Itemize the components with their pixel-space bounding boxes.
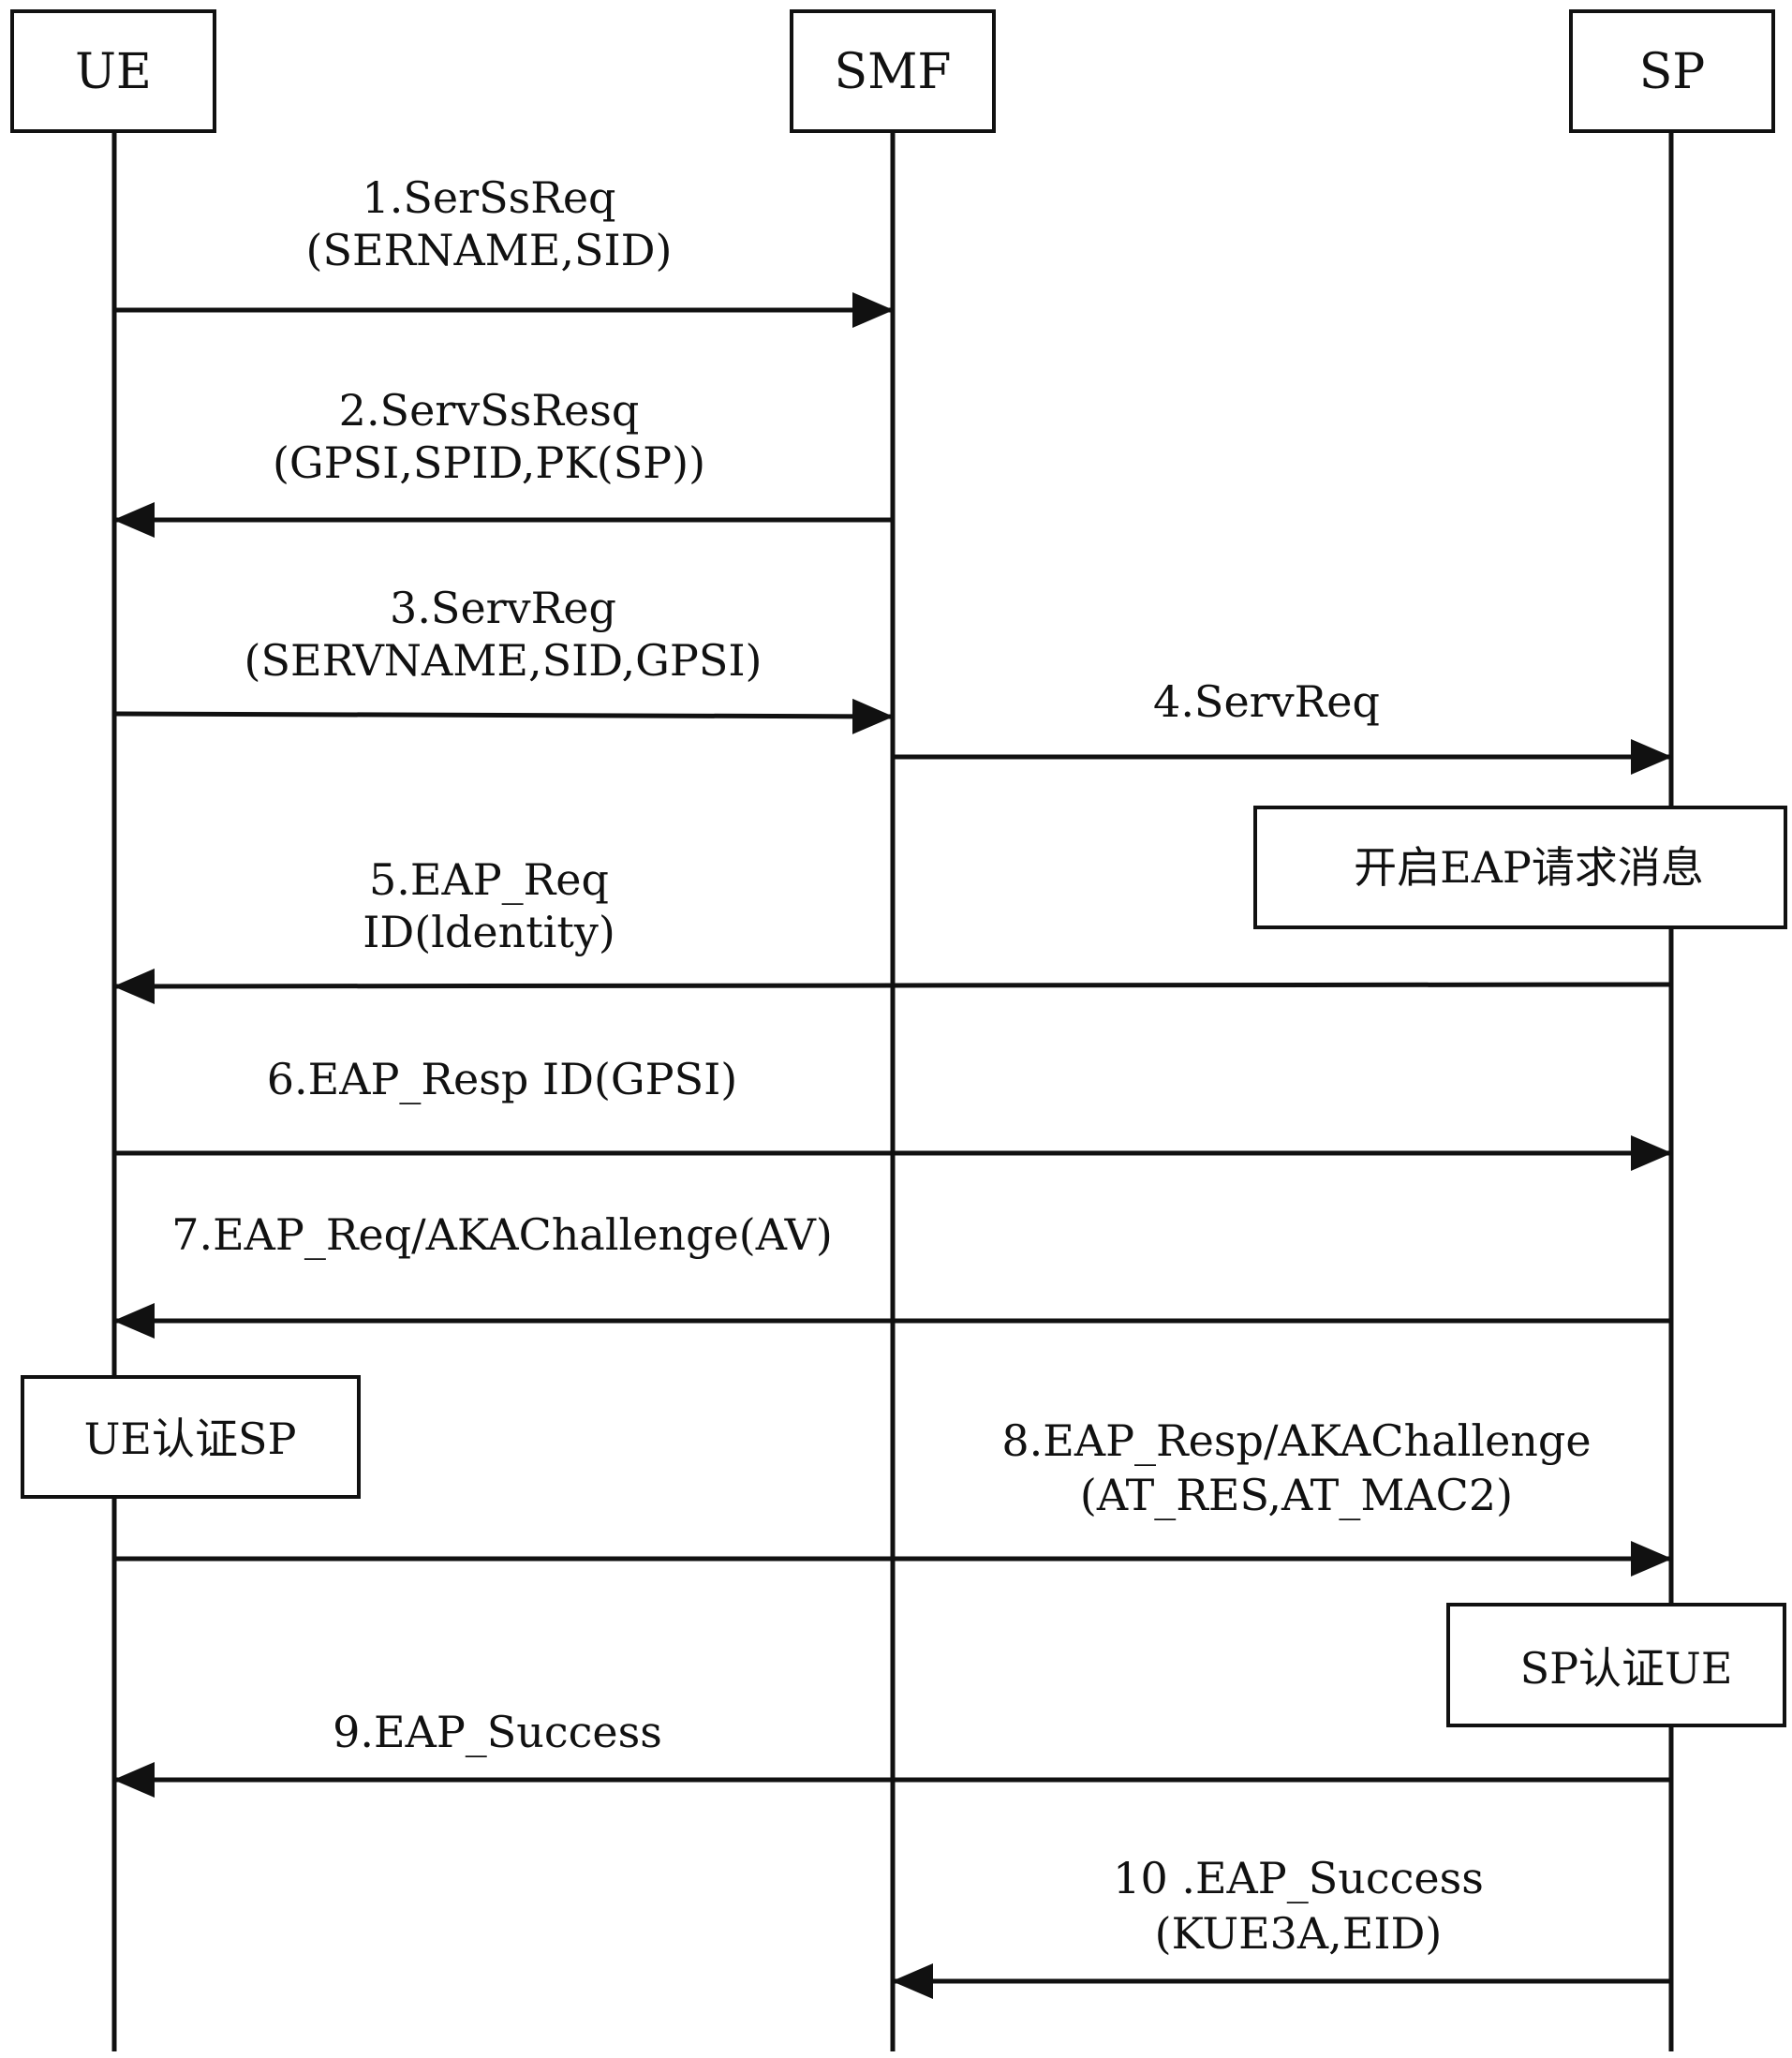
note-eap-request-start: 开启EAP请求消息 [1253, 806, 1787, 929]
message-1-params: (SERNAME,SID) [306, 225, 673, 275]
message-2-params: (GPSI,SPID,PK(SP)) [273, 437, 705, 488]
message-8-params: (AT_RES,AT_MAC2) [1080, 1470, 1513, 1520]
message-10: 10 .EAP_Success (KUE3A,EID) [892, 1853, 1671, 1999]
message-5-arrow [113, 968, 1672, 1004]
note-ue-authenticates-sp: UE认证SP [21, 1375, 361, 1499]
message-9-title: 9.EAP_Success [333, 1707, 662, 1757]
participant-smf: SMF [790, 9, 996, 133]
message-10-title: 10 .EAP_Success [1113, 1853, 1484, 1903]
message-3: 3.ServReg (SERVNAME,SID,GPSI) [113, 583, 894, 734]
note-sp-authenticates-ue-text: SP认证UE [1520, 1643, 1733, 1694]
message-4: 4.ServReq [893, 676, 1672, 775]
message-3-title: 3.ServReg [390, 583, 616, 633]
participant-sp-label: SP [1639, 44, 1706, 100]
message-2-title: 2.ServSsResq [339, 385, 640, 436]
participant-smf-label: SMF [835, 44, 952, 100]
participant-ue-label: UE [75, 44, 152, 100]
note-ue-authenticates-sp-text: UE认证SP [84, 1414, 297, 1464]
message-3-arrow [113, 698, 894, 734]
message-3-params: (SERVNAME,SID,GPSI) [244, 635, 763, 686]
message-6-title: 6.EAP_Resp ID(GPSI) [267, 1054, 738, 1104]
message-6: 6.EAP_Resp ID(GPSI) [114, 1054, 1672, 1171]
message-7-title: 7.EAP_Req/AKAChallenge(AV) [171, 1209, 833, 1260]
message-5: 5.EAP_Req ID(ldentity) [113, 854, 1672, 1004]
message-10-params: (KUE3A,EID) [1155, 1908, 1443, 1959]
participant-ue: UE [10, 9, 216, 133]
message-7: 7.EAP_Req/AKAChallenge(AV) [113, 1209, 1671, 1339]
participant-sp: SP [1569, 9, 1775, 133]
note-eap-request-start-text: 开启EAP请求消息 [1354, 842, 1704, 893]
message-2: 2.ServSsResq (GPSI,SPID,PK(SP)) [113, 385, 893, 538]
message-9: 9.EAP_Success [113, 1707, 1671, 1798]
note-sp-authenticates-ue: SP认证UE [1446, 1603, 1786, 1727]
message-4-title: 4.ServReq [1153, 676, 1380, 727]
message-5-params: ID(ldentity) [363, 907, 615, 957]
message-1-title: 1.SerSsReq [362, 172, 615, 223]
message-8-title: 8.EAP_Resp/AKAChallenge [1001, 1415, 1591, 1466]
message-8: 8.EAP_Resp/AKAChallenge (AT_RES,AT_MAC2) [114, 1415, 1672, 1577]
message-1: 1.SerSsReq (SERNAME,SID) [114, 172, 894, 328]
message-5-title: 5.EAP_Req [369, 854, 609, 905]
